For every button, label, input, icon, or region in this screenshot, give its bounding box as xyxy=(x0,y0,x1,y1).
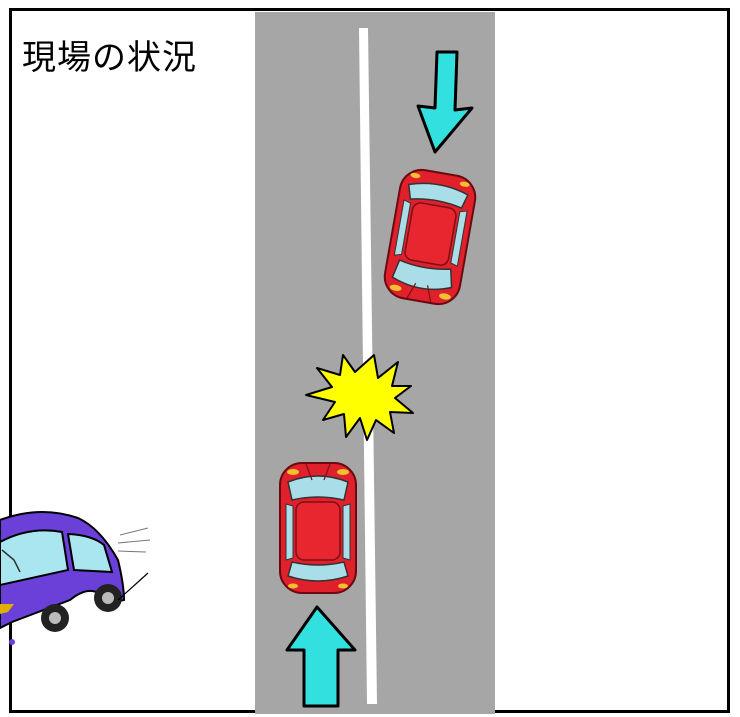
page-title: 現場の状況 xyxy=(22,38,197,78)
red-car-icon xyxy=(279,462,357,594)
impact-burst-icon xyxy=(305,354,414,441)
arrow-down-icon xyxy=(416,50,474,154)
arrow-up-icon xyxy=(285,605,357,708)
crashed-car-icon xyxy=(0,511,151,645)
